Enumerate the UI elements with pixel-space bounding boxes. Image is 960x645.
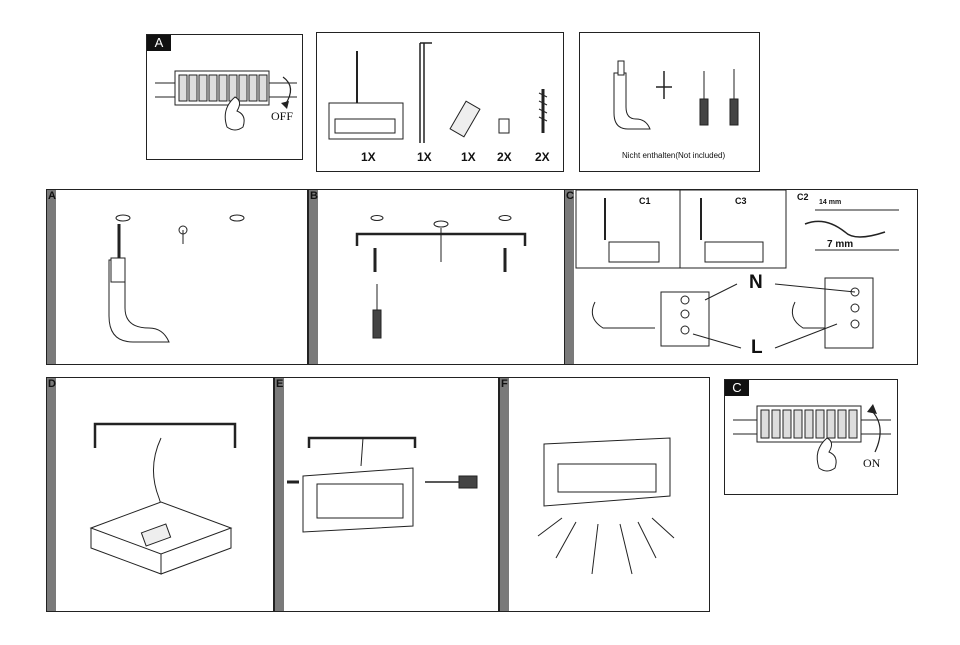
step-f-bar xyxy=(500,378,509,611)
neutral-label: N xyxy=(749,272,763,293)
step-c-letter: C xyxy=(566,190,574,202)
package-contents-icon xyxy=(328,42,548,143)
housing-fix-icon xyxy=(287,436,478,533)
qty-bracket: 1X xyxy=(417,150,432,164)
housing-connect-icon xyxy=(89,422,237,575)
off-caption: OFF xyxy=(271,109,294,123)
panel-step-c: C C1 C3 C2 14 mm 7 mm N L xyxy=(564,189,918,365)
strip-7mm-label: 7 mm xyxy=(827,239,854,250)
breaker-strip-icon xyxy=(155,70,297,131)
tools-note: Nicht enthalten(Not included) xyxy=(622,151,726,160)
live-label: L xyxy=(751,337,763,358)
step-b-letter: B xyxy=(310,190,318,202)
qty-housing: 1X xyxy=(361,150,376,164)
qty-plug: 2X xyxy=(497,150,512,164)
step-e-letter: E xyxy=(276,378,284,390)
switch-off-tag: A xyxy=(147,35,171,51)
step-a-letter: A xyxy=(48,190,56,202)
strip-14mm-label: 14 mm xyxy=(819,199,842,206)
wiring-diagram xyxy=(575,189,899,349)
step-d-bar xyxy=(47,378,56,611)
step-a-bar xyxy=(47,190,56,364)
panel-switch-off: A OFF xyxy=(146,34,303,160)
panel-step-e: E xyxy=(274,377,499,612)
panel-step-f: F xyxy=(499,377,710,612)
tools-icon xyxy=(613,60,739,130)
panel-contents: 1X 1X 1X 2X 2X xyxy=(316,32,564,172)
qty-driver: 1X xyxy=(461,150,476,164)
panel-step-d: D xyxy=(46,377,274,612)
on-caption: ON xyxy=(863,456,881,470)
lit-lamp-icon xyxy=(537,437,675,575)
step-b-bar xyxy=(309,190,318,364)
switch-on-tag: C xyxy=(725,380,749,396)
qty-screw: 2X xyxy=(535,150,550,164)
bracket-mount-icon xyxy=(355,215,527,339)
step-d-letter: D xyxy=(48,378,56,390)
step-c-bar xyxy=(565,190,574,364)
panel-tools: Nicht enthalten(Not included) xyxy=(579,32,760,172)
drill-icon xyxy=(108,214,245,343)
step-e-bar xyxy=(275,378,284,611)
step-c1-label: C1 xyxy=(639,196,651,206)
panel-switch-on: C ON xyxy=(724,379,898,495)
breaker-strip-on-icon xyxy=(733,404,891,472)
step-f-letter: F xyxy=(501,378,508,390)
step-c2-label: C2 xyxy=(797,192,809,202)
step-c3-label: C3 xyxy=(735,196,747,206)
panel-step-a: A xyxy=(46,189,308,365)
panel-step-b: B xyxy=(308,189,572,365)
